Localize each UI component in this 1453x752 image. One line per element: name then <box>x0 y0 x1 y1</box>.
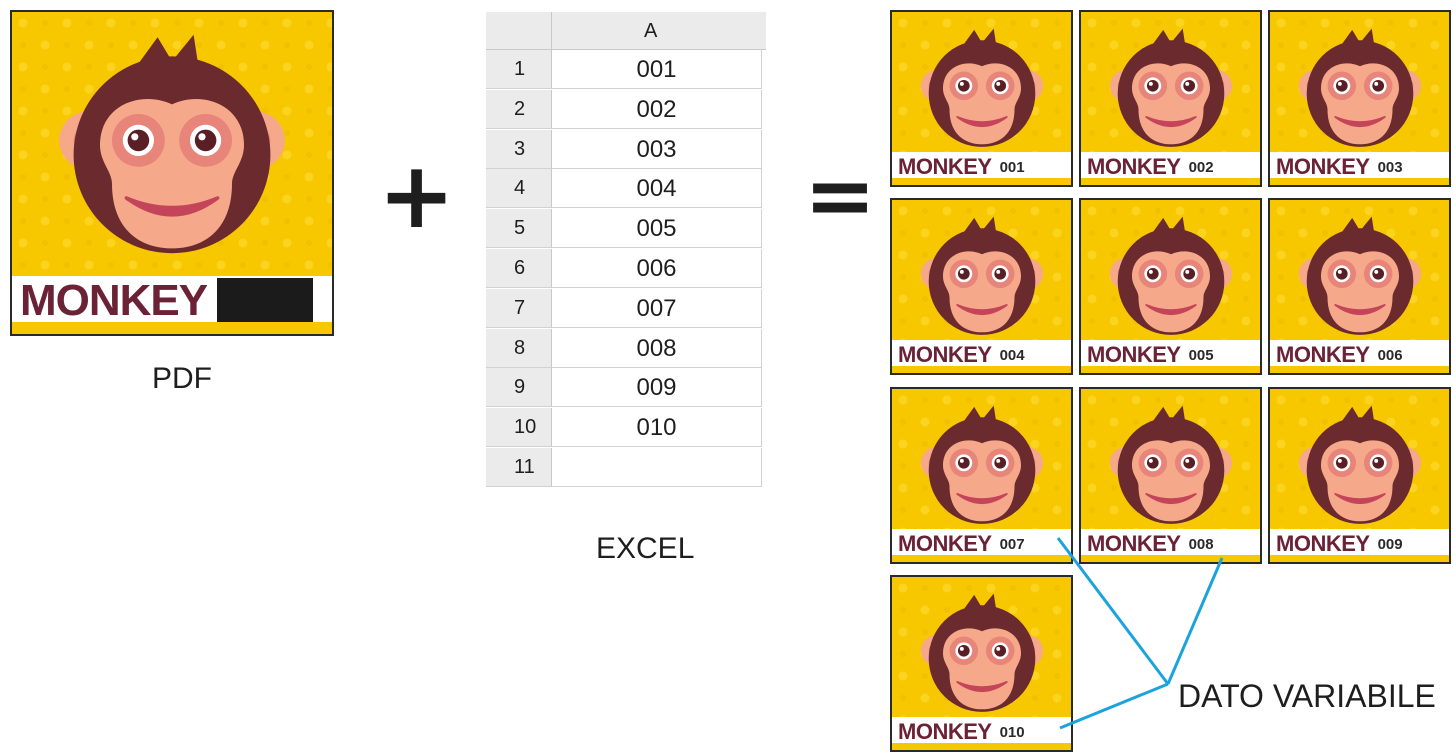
connector-line-010 <box>1059 682 1169 730</box>
row-number: 9 <box>486 368 552 408</box>
card-label: MONKEY 001 <box>892 152 1071 182</box>
connector-line-007 <box>1056 537 1170 685</box>
column-header-a: A <box>552 12 766 50</box>
card-label-text: MONKEY <box>1276 154 1370 179</box>
card-number: 010 <box>999 723 1025 741</box>
bottom-strip <box>12 322 332 334</box>
bottom-strip <box>892 366 1071 373</box>
cell-a8: 008 <box>552 328 762 368</box>
cell-a1: 001 <box>552 50 762 89</box>
row-number: 2 <box>486 89 552 129</box>
bottom-strip <box>1270 178 1449 185</box>
row-number: 6 <box>486 249 552 288</box>
card-label-text: MONKEY <box>1087 531 1181 556</box>
row-number: 1 <box>486 50 552 89</box>
card-label: MONKEY 002 <box>1081 152 1260 182</box>
row-number: 7 <box>486 288 552 328</box>
row-number: 5 <box>486 209 552 249</box>
plus-operator: + <box>378 142 456 249</box>
card-label: MONKEY 008 <box>1081 529 1260 559</box>
cell-a9: 009 <box>552 368 762 408</box>
card-label-text: MONKEY <box>1276 342 1370 367</box>
sheet-corner <box>486 12 552 50</box>
card-label: MONKEY 005 <box>1081 340 1260 370</box>
template-label: MONKEY <box>12 276 332 326</box>
bottom-strip <box>1270 366 1449 373</box>
card-number: 004 <box>999 346 1025 364</box>
card-label: MONKEY 007 <box>892 529 1071 559</box>
row-number: 8 <box>486 328 552 368</box>
result-card: MONKEY 008 <box>1079 387 1262 564</box>
card-number: 008 <box>1188 535 1214 553</box>
bottom-strip <box>1081 366 1260 373</box>
row-number: 4 <box>486 169 552 209</box>
card-label-text: MONKEY <box>898 342 992 367</box>
bottom-strip <box>892 555 1071 562</box>
cell-a4: 004 <box>552 169 762 209</box>
row-number: 10 <box>486 408 552 448</box>
bottom-strip <box>1081 178 1260 185</box>
cell-a10: 010 <box>552 408 762 448</box>
sheet-fade <box>486 488 766 502</box>
result-card: MONKEY 005 <box>1079 198 1262 375</box>
bottom-strip <box>1081 555 1260 562</box>
card-number: 009 <box>1377 535 1403 553</box>
card-label-text: MONKEY <box>1087 342 1181 367</box>
card-label-text: MONKEY <box>898 719 992 744</box>
result-card: MONKEY 003 <box>1268 10 1451 187</box>
equals-operator: = <box>804 146 877 246</box>
result-card: MONKEY 002 <box>1079 10 1262 187</box>
result-card: MONKEY 004 <box>890 198 1073 375</box>
cell-a3: 003 <box>552 129 762 169</box>
bottom-strip <box>1270 555 1449 562</box>
card-label-text: MONKEY <box>898 154 992 179</box>
card-label: MONKEY 006 <box>1270 340 1449 370</box>
cell-a7: 007 <box>552 288 762 328</box>
card-number: 006 <box>1377 346 1403 364</box>
card-number: 007 <box>999 535 1025 553</box>
cell-a6: 006 <box>552 249 762 288</box>
card-label-text: MONKEY <box>1276 531 1370 556</box>
cell-a2: 002 <box>552 89 762 129</box>
pdf-caption: PDF <box>152 362 212 395</box>
cell-a11 <box>552 448 762 487</box>
card-number: 002 <box>1188 158 1214 176</box>
excel-caption: EXCEL <box>596 532 695 565</box>
card-number: 003 <box>1377 158 1403 176</box>
card-label: MONKEY 003 <box>1270 152 1449 182</box>
row-number: 3 <box>486 129 552 169</box>
card-label-text: MONKEY <box>1087 154 1181 179</box>
card-label-text: MONKEY <box>898 531 992 556</box>
result-card: MONKEY 006 <box>1268 198 1451 375</box>
bottom-strip <box>892 178 1071 185</box>
dato-variabile-label: DATO VARIABILE <box>1178 678 1436 714</box>
card-label: MONKEY 004 <box>892 340 1071 370</box>
card-label: MONKEY 010 <box>892 717 1071 747</box>
result-card: MONKEY 007 <box>890 387 1073 564</box>
template-label-text: MONKEY <box>20 276 208 325</box>
cell-a5: 005 <box>552 209 762 249</box>
card-number: 005 <box>1188 346 1214 364</box>
card-number: 001 <box>999 158 1025 176</box>
card-label: MONKEY 009 <box>1270 529 1449 559</box>
connector-line-008 <box>1166 557 1224 685</box>
pdf-template-card: MONKEY <box>10 10 334 336</box>
result-card: MONKEY 001 <box>890 10 1073 187</box>
row-number: 11 <box>486 448 552 487</box>
variable-placeholder-block <box>217 278 314 324</box>
result-card: MONKEY 009 <box>1268 387 1451 564</box>
